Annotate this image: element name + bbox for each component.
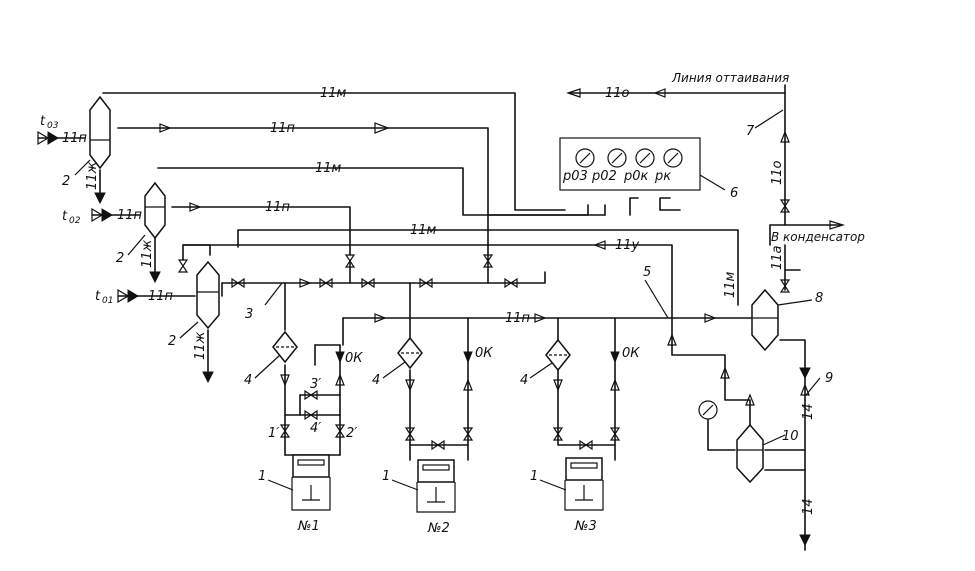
label-11p-t03: 11п <box>62 131 88 146</box>
label-11zh-3: 11ж <box>193 331 208 360</box>
label-t01-sub: 01 <box>102 296 113 306</box>
label-compressor-1: №1 <box>297 519 320 534</box>
callout-14-a: 14 <box>801 403 816 420</box>
valve <box>419 277 433 289</box>
label-11u: 11у <box>615 238 640 253</box>
label-pk: pк <box>654 169 671 184</box>
valve <box>334 424 346 438</box>
label-thaw-line: Линия оттаивания <box>671 71 789 85</box>
callout-8: 8 <box>815 291 823 306</box>
label-11p-t01: 11п <box>148 289 174 304</box>
valve <box>552 427 564 441</box>
separator-2-top <box>89 95 111 170</box>
label-compressor-3: №3 <box>574 519 597 534</box>
callout-4-c: 4 <box>520 373 528 388</box>
valve <box>609 427 621 441</box>
valve <box>304 389 318 401</box>
label-11p-t02: 11п <box>117 208 143 223</box>
valve <box>319 277 333 289</box>
separator-2-bottom <box>196 260 220 330</box>
label-11m-low: 11м <box>410 223 437 238</box>
valve <box>462 427 474 441</box>
valve <box>482 254 494 268</box>
callout-4-b: 4 <box>372 373 380 388</box>
label-11o: 11о <box>605 86 630 101</box>
label-11m-mid: 11м <box>315 161 342 176</box>
valves <box>177 199 791 451</box>
callout-7: 7 <box>746 124 755 139</box>
valve <box>344 254 356 268</box>
label-t01: t <box>95 289 101 304</box>
label-t02: t <box>62 209 68 224</box>
label-ok-1: 0К <box>345 351 363 366</box>
valve <box>504 277 518 289</box>
label-t03-sub: 03 <box>47 121 59 131</box>
label-11m-top: 11м <box>320 86 347 101</box>
filter-4-1 <box>272 330 298 364</box>
label-p03: p03 <box>562 169 588 184</box>
label-p0k: p0к <box>623 169 649 184</box>
valve <box>177 259 189 273</box>
label-11m-vert: 11м <box>723 271 738 298</box>
label-to-condenser: В конденсатор <box>771 230 865 244</box>
label-ok-3: 0К <box>622 346 640 361</box>
separator-2-middle <box>144 181 166 240</box>
label-11p-header: 11п <box>505 311 531 326</box>
filter-4-2 <box>397 336 423 370</box>
gauge-panel-6 <box>559 137 726 191</box>
label-11p-mid: 11п <box>265 200 291 215</box>
label-t03: t <box>40 114 46 129</box>
callout-3: 3 <box>245 307 253 322</box>
valve <box>579 439 593 451</box>
valve <box>779 199 791 213</box>
label-p02: p02 <box>591 169 617 184</box>
callout-1prime: 1′ <box>268 426 279 441</box>
labels: t 03 t 02 t 01 11м 11п 11п 11м 11п 11п 1… <box>40 71 865 536</box>
receiver-10 <box>698 400 764 484</box>
valve <box>279 424 291 438</box>
callout-1-b: 1 <box>382 469 390 484</box>
callout-2-a: 2 <box>62 174 70 189</box>
callout-2-c: 2 <box>168 334 176 349</box>
valve <box>361 277 375 289</box>
flow-arrows <box>37 88 846 547</box>
valve <box>404 427 416 441</box>
label-11a-vert: 11о <box>770 160 785 185</box>
label-11p-top: 11п <box>270 121 296 136</box>
valve <box>431 439 445 451</box>
callout-5: 5 <box>643 265 651 280</box>
leader-lines <box>74 109 821 491</box>
callout-10: 10 <box>782 429 799 444</box>
valve <box>779 279 791 293</box>
compressor-2 <box>416 459 456 513</box>
valve <box>304 409 318 421</box>
label-11a-small: 11а <box>770 245 785 270</box>
valve <box>231 277 245 289</box>
compressor-1 <box>291 454 331 511</box>
filter-4-3 <box>545 338 571 372</box>
callout-1-c: 1 <box>530 469 538 484</box>
callout-6: 6 <box>730 186 738 201</box>
callout-1-a: 1 <box>258 469 266 484</box>
label-ok-2: 0К <box>475 346 493 361</box>
callout-4prime: 4′ <box>310 421 321 436</box>
label-compressor-2: №2 <box>427 521 450 536</box>
label-t02-sub: 02 <box>69 216 81 226</box>
callout-4-a: 4 <box>244 373 252 388</box>
label-11zh-2: 11ж <box>140 239 155 268</box>
callout-14-b: 14 <box>801 498 816 515</box>
callout-9: 9 <box>825 371 833 386</box>
callout-2-b: 2 <box>116 251 124 266</box>
separator-8 <box>751 288 779 352</box>
callout-2prime: 2′ <box>346 426 357 441</box>
callout-3prime: 3′ <box>310 377 321 392</box>
label-11zh-1: 11ж <box>85 161 100 190</box>
compressor-3 <box>564 457 604 511</box>
